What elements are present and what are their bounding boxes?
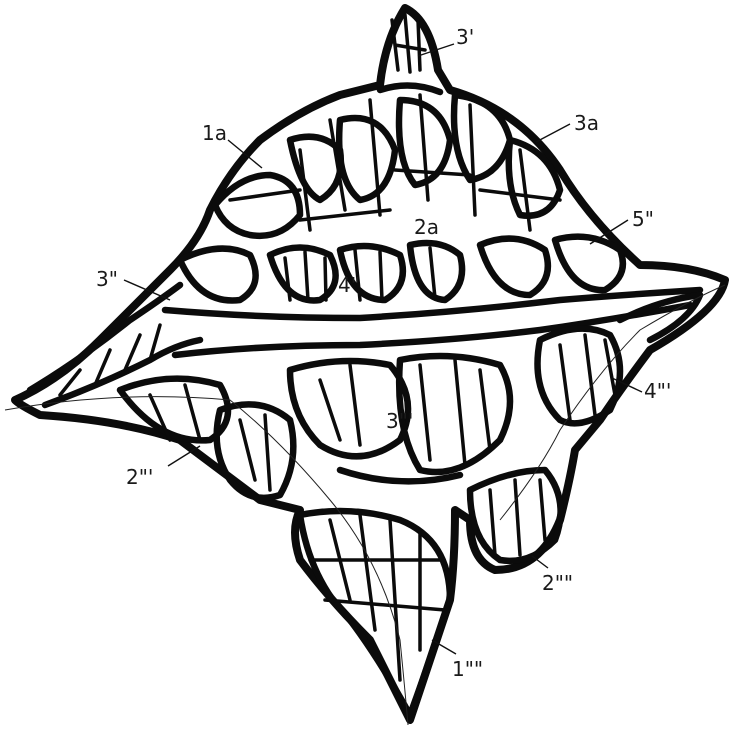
svg-text:2"": 2"" <box>542 571 573 595</box>
svg-text:1"": 1"" <box>452 657 483 681</box>
bottom-lobe-mesh <box>300 511 450 715</box>
label-2a: 2a <box>414 215 439 239</box>
mid-upper-band-mesh <box>180 237 623 301</box>
svg-text:2"': 2"' <box>126 465 153 489</box>
label-3ppp: 3"' <box>386 409 413 433</box>
svg-text:3": 3" <box>96 267 118 291</box>
svg-text:3a: 3a <box>574 111 599 135</box>
label-3a: 3a <box>536 111 599 142</box>
svg-text:3"': 3"' <box>386 409 413 433</box>
svg-text:2a: 2a <box>414 215 439 239</box>
label-2pppp: 2"" <box>532 556 573 595</box>
svg-text:1a: 1a <box>202 121 227 145</box>
left-arm-mesh <box>30 285 200 405</box>
bottom-right-lobe-mesh <box>470 470 561 561</box>
svg-text:3': 3' <box>456 25 474 49</box>
svg-text:4": 4" <box>338 273 360 297</box>
label-4pp: 4" <box>338 273 360 297</box>
right-lobe-mesh <box>538 295 701 423</box>
label-1pppp: 1"" <box>432 640 483 681</box>
label-2ppp: 2"' <box>126 446 200 489</box>
svg-text:5": 5" <box>632 207 654 231</box>
svg-text:4"': 4"' <box>644 379 671 403</box>
